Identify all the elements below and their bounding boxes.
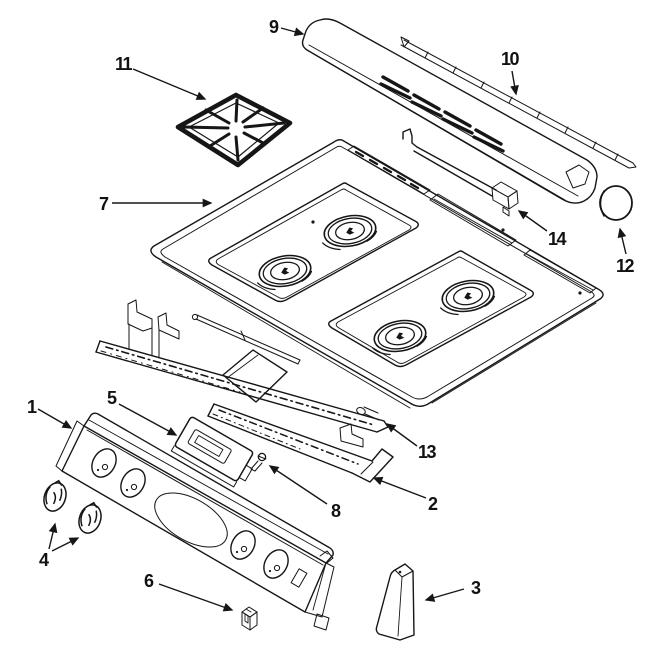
control-panel (55, 412, 335, 631)
burner-grate (175, 92, 293, 168)
surface-burner (253, 250, 315, 294)
callout-label: 14 (548, 229, 567, 249)
clock-display-module (170, 416, 254, 488)
manifold-panel-support (207, 403, 394, 483)
callout-label: 10 (501, 49, 520, 69)
main-top (150, 139, 604, 409)
callout-label: 3 (471, 578, 481, 598)
surface-burner (368, 315, 430, 359)
cap (599, 185, 633, 221)
burner-recess-left (208, 182, 419, 303)
surface-burner (436, 275, 498, 319)
callout-5: 5 (107, 388, 178, 436)
control-knob (74, 499, 107, 537)
knob-openings (91, 448, 289, 579)
callout-label: 1 (27, 397, 37, 417)
callout-9: 9 (269, 17, 305, 37)
callout-label: 11 (115, 54, 133, 74)
callout-10: 10 (501, 49, 521, 96)
panel-slot (290, 568, 308, 588)
callout-label: 13 (418, 442, 437, 462)
surface-burner (318, 210, 380, 254)
callout-7: 7 (99, 194, 213, 214)
control-knob (39, 477, 72, 515)
switch (241, 606, 258, 631)
vent-slots (379, 75, 505, 153)
callout-label: 6 (144, 571, 154, 591)
callout-3: 3 (424, 578, 483, 602)
center-plate (222, 349, 288, 403)
callout-13: 13 (385, 423, 438, 462)
callouts: 1 2 3 4 5 6 7 8 (27, 17, 636, 612)
callout-11: 11 (115, 54, 207, 100)
callout-label: 9 (269, 17, 279, 37)
back-edge-strips (347, 145, 597, 294)
callout-4: 4 (39, 522, 80, 570)
rear-bracket (402, 128, 519, 217)
side-end-cap (375, 563, 415, 641)
callout-12: 12 (616, 227, 636, 276)
screw (250, 452, 267, 472)
burner-recess-right (328, 250, 534, 368)
callout-label: 7 (99, 194, 109, 214)
trim-strip (400, 36, 637, 169)
callout-label: 2 (428, 494, 438, 514)
callout-2: 2 (372, 476, 440, 514)
callout-8: 8 (268, 465, 343, 521)
callout-6: 6 (144, 571, 234, 612)
callout-1: 1 (27, 397, 73, 429)
igniter-tube (191, 313, 301, 365)
callout-label: 5 (107, 388, 117, 408)
callout-label: 12 (616, 256, 635, 276)
callout-14: 14 (517, 210, 568, 249)
callout-label: 8 (331, 501, 341, 521)
backguard-vent-panel (301, 18, 598, 204)
callout-label: 4 (39, 550, 49, 570)
panel-window-opening (154, 492, 228, 548)
burner-box-rail (95, 299, 389, 448)
